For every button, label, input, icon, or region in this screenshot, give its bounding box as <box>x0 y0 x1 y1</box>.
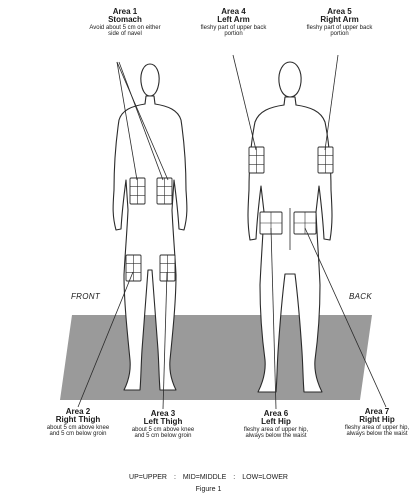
site-grid-stomach-right <box>157 178 172 204</box>
site-grid-left-thigh <box>160 255 175 281</box>
site-grid-right-hip <box>294 212 316 234</box>
front-view-label: FRONT <box>71 292 100 301</box>
legend-middle: MID=MIDDLE <box>183 474 226 481</box>
area-6-name: Left Hip <box>240 418 312 426</box>
area-7-label: Area 7 Right Hip fleshy area of upper hi… <box>340 408 414 437</box>
area-3-desc: about 5 cm above knee and 5 cm below gro… <box>129 427 197 440</box>
area-2-desc: about 5 cm above knee and 5 cm below gro… <box>44 425 112 438</box>
site-grid-right-arm <box>318 147 333 173</box>
legend-lower: LOW=LOWER <box>242 474 288 481</box>
area-3-name: Left Thigh <box>129 418 197 426</box>
area-1-label: Area 1 Stomach Avoid about 5 cm on eithe… <box>85 8 165 37</box>
site-grid-stomach-left <box>130 178 145 204</box>
area-6-desc: fleshy area of upper hip, always below t… <box>240 427 312 440</box>
area-7-desc: fleshy area of upper hip, always below t… <box>340 425 414 438</box>
area-5-name: Right Arm <box>302 16 377 24</box>
legend-separator: : <box>226 474 242 481</box>
area-6-label: Area 6 Left Hip fleshy area of upper hip… <box>240 410 312 439</box>
site-grid-left-arm <box>249 147 264 173</box>
legend: UP=UPPER:MID=MIDDLE:LOW=LOWER <box>0 474 417 481</box>
area-4-name: Left Arm <box>196 16 271 24</box>
area-2-name: Right Thigh <box>44 416 112 424</box>
area-5-desc: fleshy part of upper back portion <box>302 25 377 38</box>
area-1-name: Stomach <box>85 16 165 24</box>
floor-mat <box>60 315 372 400</box>
figure-caption: Figure 1 <box>0 486 417 493</box>
area-7-name: Right Hip <box>340 416 414 424</box>
area-5-label: Area 5 Right Arm fleshy part of upper ba… <box>302 8 377 37</box>
area-4-desc: fleshy part of upper back portion <box>196 25 271 38</box>
legend-upper: UP=UPPER <box>129 474 167 481</box>
area-3-label: Area 3 Left Thigh about 5 cm above knee … <box>129 410 197 439</box>
area-1-desc: Avoid about 5 cm on either side of navel <box>85 25 165 38</box>
area-4-label: Area 4 Left Arm fleshy part of upper bac… <box>196 8 271 37</box>
site-grid-right-thigh <box>126 255 141 281</box>
back-view-label: BACK <box>349 292 372 301</box>
legend-separator: : <box>167 474 183 481</box>
area-2-label: Area 2 Right Thigh about 5 cm above knee… <box>44 408 112 437</box>
